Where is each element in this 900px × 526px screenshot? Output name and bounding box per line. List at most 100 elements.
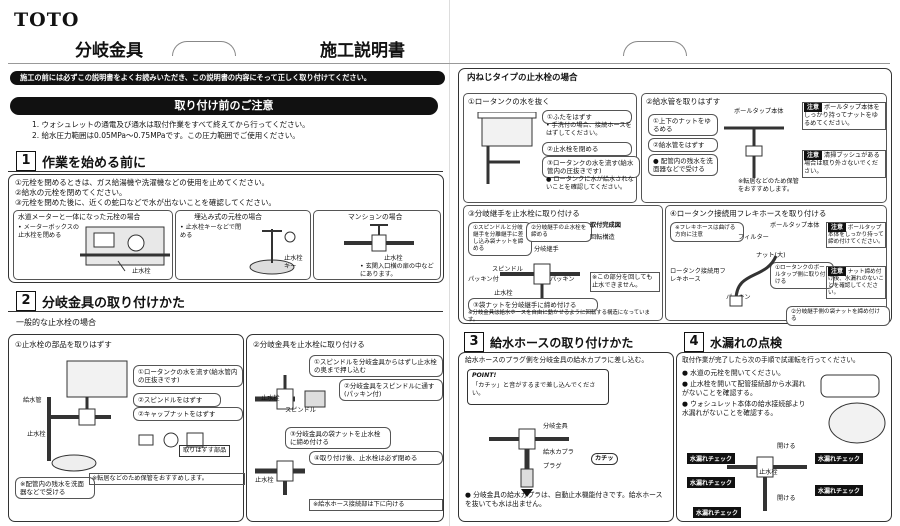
tank-lid-illustration <box>477 112 537 184</box>
binding-tab <box>623 41 687 56</box>
section-number: 4 <box>684 332 704 352</box>
case-meter: 水道メーターと一体になった元栓の場合 • メーターボックスの止水栓を閉める 止水… <box>13 210 173 280</box>
top-rule <box>8 63 890 64</box>
step-note: ※フレキホースは曲げる方向に注意 <box>670 222 744 242</box>
step-note: ②キャップナットをはずす <box>133 407 243 421</box>
section1-line: ②給水の元栓を閉めてください。 <box>15 188 127 197</box>
section-title: 給水ホースの取り付けかた <box>490 335 634 350</box>
section1-panel: ①元栓を閉めるときは、ガス給湯機や洗濯機などの使用を止めてください。 ②給水の元… <box>8 174 444 283</box>
label-valve: 止水栓 <box>759 469 778 476</box>
case-note: • 止水栓キーなどで閉める <box>180 224 242 239</box>
caution-note: 注意 ナット締め付け後、水漏れのないことを確認してください。 <box>826 266 886 299</box>
panel-title: ①ロータンクの水を抜く <box>468 97 550 106</box>
washlet-illustration <box>820 374 886 444</box>
section2-right-panel: ②分岐金具を止水栓に取り付ける ①スピンドルを分岐金具からはずし止水栓の奥まで押… <box>246 334 444 522</box>
label-spindle: スピンドル <box>492 266 523 273</box>
top-notice: 施工の前には必ずこの説明書をよくお読みいただき、この説明書の内容にそって正しく取… <box>10 71 445 85</box>
basin-illustration <box>51 454 97 472</box>
inner-type-panel: 内ねじタイプの止水栓の場合 ①ロータンクの水を抜く ①ふたをはずす • 手洗付の… <box>458 68 892 326</box>
branch-joint-illustration <box>500 263 580 298</box>
step-note: ①上下のナットをゆるめる <box>648 114 718 136</box>
case-title: 水道メーターと一体になった元栓の場合 <box>18 213 141 221</box>
caution-text: ナット締め付け後、水漏れのないことを確認してください。 <box>828 269 884 296</box>
step-note: ①スピンドルと分岐継手を分離継手に差し込み袋ナットを締める <box>468 222 532 256</box>
section-rule <box>8 311 443 312</box>
check-item: ● ウォシュレット本体の給水接続部より水漏れがないことを確認する。 <box>682 400 806 417</box>
leak-check-tag: 水漏れチェック <box>815 485 864 496</box>
step-note: ③袋ナットを分岐継手に締め付ける <box>468 298 598 312</box>
precaution-item: 1. ウォシュレットの通電及び通水は取付作業をすべて終えてから行ってください。 <box>32 120 310 129</box>
toilet-tank-illustration <box>47 360 128 461</box>
panel-title: ②給水管を取りはずす <box>646 97 721 106</box>
label-valve: 止水栓 <box>255 477 274 484</box>
section3-note: ● 分岐金具の給水カプラは、自動止水機能付きです。給水ホースを抜いても水は出ませ… <box>465 491 663 508</box>
label-supply-pipe: 給水管 <box>23 397 42 404</box>
inner-step3: ③分岐継手を止水栓に取り付ける ①スピンドルと分岐継手を分離継手に差し込み袋ナッ… <box>463 205 663 323</box>
leak-check-tag: 水漏れチェック <box>815 453 864 464</box>
flex-hose-illustration <box>729 255 778 307</box>
parts-title: 取りはずす部品 <box>179 445 231 457</box>
section-title: 分岐金具の取り付けかた <box>42 295 186 311</box>
spindle-illustration <box>255 375 326 410</box>
meter-box-illustration <box>80 226 170 272</box>
caution-note: 注意 清掃ブッシュがある場合は取り外さないでください。 <box>802 150 886 178</box>
brand-logo: TOTO <box>14 9 80 31</box>
case-label: 止水栓 <box>132 268 151 275</box>
inner-step2: ②給水管を取りはずす ①上下のナットをゆるめる ②給水管をはずす ● 配管内の残… <box>641 93 887 203</box>
caution-text: ボールタップ本体をしっかり持ってナットをゆるめてください。 <box>804 104 880 127</box>
case-note: • メーターボックスの止水栓を閉める <box>18 224 80 239</box>
branch-fitting-illustration <box>255 460 305 495</box>
section2-left-panel: ①止水栓の部品を取りはずす 給水管 止水栓 ①ロータンクの水を流す(給水管内の圧… <box>8 334 245 522</box>
panel-title: ④ロータンク接続用フレキホースを取り付ける <box>670 209 827 218</box>
label-branch-joint: 分岐継手 <box>534 246 559 253</box>
panel-title: ②分岐金具を止水栓に取り付ける <box>253 340 365 349</box>
title-right: 施工説明書 <box>320 41 405 61</box>
done-title: 取付完成図 <box>590 222 621 229</box>
binding-tab <box>172 41 236 56</box>
inner-title: 内ねじタイプの止水栓の場合 <box>467 73 578 83</box>
case-note: • 玄関入口横の扉の中などにあります。 <box>360 263 434 278</box>
section4-heading: 4 水漏れの点検 <box>684 332 782 352</box>
step-note: ①ロータンクの水を流す(給水管内の圧抜きです) <box>133 365 243 387</box>
step-note: ②止水栓を閉める <box>542 142 632 156</box>
step-note: ①スピンドルを分岐金具からはずし止水栓の奥まで押し込む <box>309 355 443 377</box>
label-nut-large: ナット(大) <box>756 252 786 259</box>
caution-tag: 注意 <box>828 223 847 232</box>
label-open: 開ける <box>777 495 796 502</box>
precaution-item: 2. 給水圧力範囲は0.05MPa～0.75MPaです。この圧力範囲でご使用くだ… <box>32 131 300 140</box>
click-label: カチッ <box>591 453 618 465</box>
step-note: ②給水管をはずす <box>648 138 718 152</box>
step-note: ● 配管内の残水を洗面器などで受ける <box>648 154 718 176</box>
step-note: ②スピンドルをはずす <box>133 393 221 407</box>
title-left: 分岐金具 <box>75 41 143 61</box>
caution-tag: 注意 <box>804 103 823 112</box>
apartment-valve-illustration <box>344 224 414 252</box>
section2-subtitle: 一般的な止水栓の場合 <box>16 318 96 327</box>
step-note: ③分岐金具の袋ナットを止水栓に締め付ける <box>285 427 391 449</box>
leak-check-tag: 水漏れチェック <box>693 507 742 518</box>
step-note: ②分岐金具をスピンドルに通す(パッキン付) <box>339 379 443 401</box>
page-divider <box>449 0 450 526</box>
label-float-valve: ボールタップ本体 <box>734 108 784 115</box>
case-label: 止水栓 <box>384 255 403 262</box>
step-note: ②分岐継手側の袋ナットを締め付ける <box>786 306 890 326</box>
inner-step1: ①ロータンクの水を抜く ①ふたをはずす • 手洗付の場合、接続ホースをはずしてく… <box>463 93 640 203</box>
basin-note: ※配管内の残水を洗面器などで受ける <box>15 477 95 499</box>
storage-note: ※転居などのため保管をおすすめします。 <box>738 178 799 193</box>
supply-pipe-illustration <box>724 126 784 178</box>
valve-key-illustration <box>249 229 296 275</box>
section-number: 2 <box>16 291 36 311</box>
panel-title: ①止水栓の部品を取りはずす <box>15 340 112 349</box>
rotation-note: ※この部分を回しても止水できません。 <box>590 272 660 292</box>
section-rule <box>8 171 443 172</box>
section-title: 水漏れの点検 <box>710 335 783 350</box>
inner-step4: ④ロータンク接続用フレキホースを取り付ける ※フレキホースは曲げる方向に注意 ①… <box>665 205 890 326</box>
section1-heading: 1 作業を始める前に <box>16 151 146 171</box>
section-number: 1 <box>16 151 36 171</box>
case-buried: 埋込み式の元栓の場合 • 止水栓キーなどで閉める 止水栓キー <box>175 210 311 280</box>
section4-intro: 取付作業が完了したら次の手順で試運転を行ってください。 <box>682 356 860 364</box>
removed-parts-illustration <box>138 432 204 448</box>
hose-direction-note: ※給水ホース接続部は下に向ける <box>309 499 443 511</box>
check-item: ● 水道の元栓を開いてください。 <box>682 369 785 377</box>
point-text: 「カチッ」と音がするまで差し込んでください。 <box>472 382 596 397</box>
